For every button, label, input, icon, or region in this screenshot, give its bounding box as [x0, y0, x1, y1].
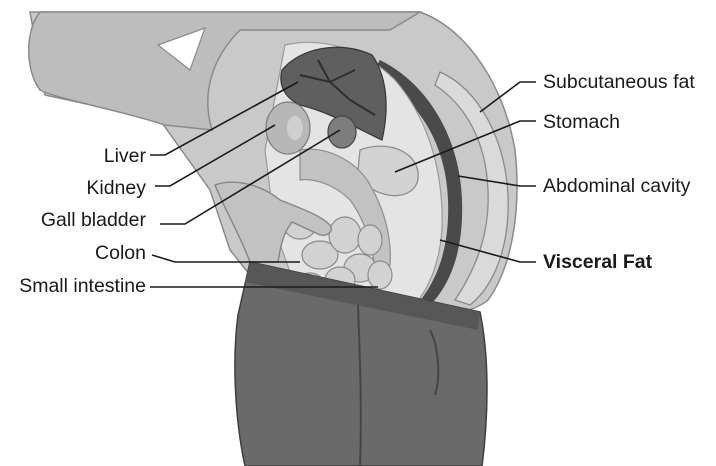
- label-kidney: Kidney: [86, 177, 146, 199]
- label-visceral-fat: Visceral Fat: [543, 251, 653, 273]
- gall-bladder-organ: [328, 116, 356, 148]
- kidney-hilum: [287, 116, 303, 140]
- label-gall-bladder: Gall bladder: [41, 209, 147, 231]
- label-abdominal-cavity: Abdominal cavity: [543, 175, 691, 197]
- label-small-intestine: Small intestine: [19, 275, 146, 297]
- label-liver: Liver: [104, 145, 147, 167]
- label-stomach: Stomach: [543, 111, 620, 133]
- label-subcutaneous-fat: Subcutaneous fat: [543, 71, 695, 93]
- label-colon: Colon: [95, 242, 146, 264]
